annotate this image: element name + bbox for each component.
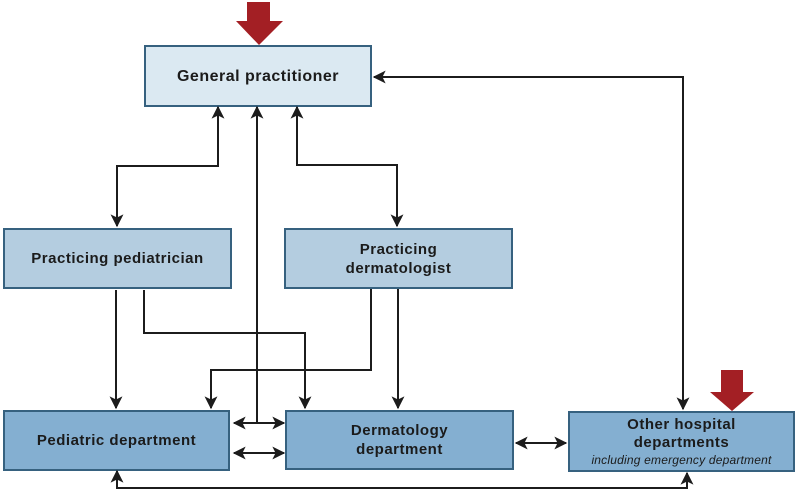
node-label-line1: Practicing — [359, 240, 438, 258]
node-label-line1: Dermatology — [350, 422, 449, 439]
node-label: General practitioner — [176, 67, 340, 85]
edge-dermatologist-pediatric-dept — [204, 289, 372, 410]
node-label-line2: dermatologist — [345, 259, 452, 277]
node-pediatric-department: Pediatric department — [3, 410, 230, 471]
edge-gp-dermatologist — [290, 105, 404, 228]
node-general-practitioner: General practitioner — [144, 45, 372, 107]
edge-gp-pediatrician — [110, 105, 225, 228]
node-label-line2: departments — [633, 434, 730, 451]
edge-pediatrician-dermatology-dept — [143, 290, 312, 410]
node-label: Practicing pediatrician — [31, 250, 204, 267]
edge-pediatric-other — [110, 469, 694, 489]
node-dermatology-department: Dermatology department — [285, 410, 514, 470]
node-label: Pediatric department — [36, 432, 197, 449]
node-label-line2: department — [356, 441, 443, 458]
node-note: including emergency department — [591, 453, 772, 467]
node-practicing-pediatrician: Practicing pediatrician — [3, 228, 232, 289]
node-other-hospital-departments: Other hospital departments including eme… — [568, 411, 795, 472]
red-arrow-top-icon — [236, 2, 283, 45]
red-arrow-right-icon — [710, 370, 754, 411]
node-label-line1: Other hospital — [627, 416, 736, 433]
node-practicing-dermatologist: Practicing dermatologist — [284, 228, 513, 289]
